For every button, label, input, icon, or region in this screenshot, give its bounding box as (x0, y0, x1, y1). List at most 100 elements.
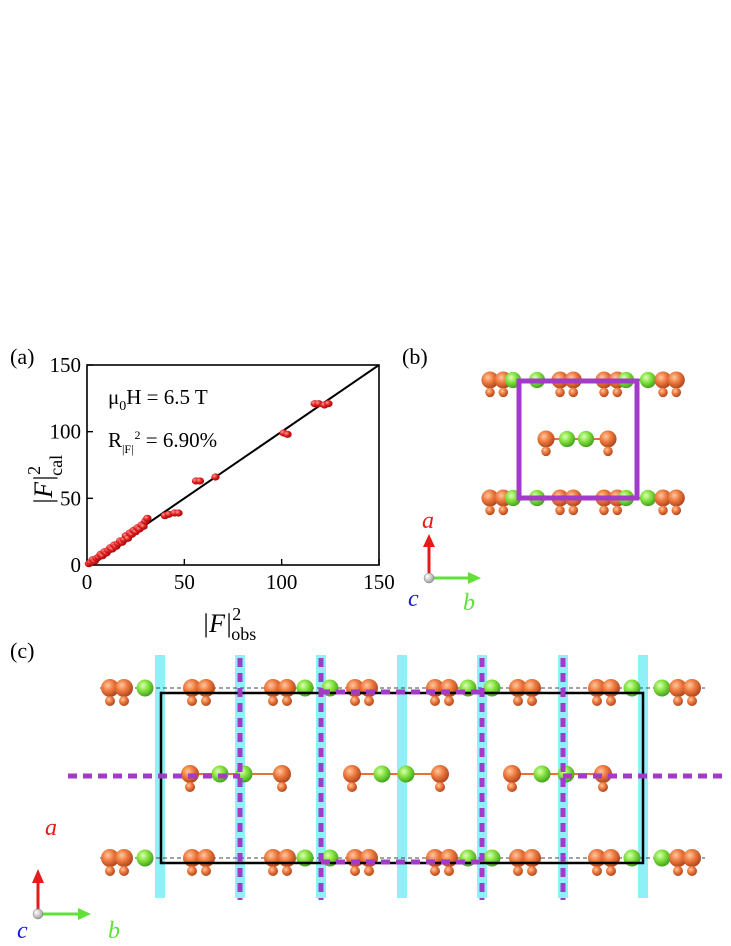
orange-atom-small (435, 782, 445, 792)
orange-atom-small (507, 782, 517, 792)
green-atom (373, 765, 391, 783)
y-tick-label: 100 (50, 420, 82, 444)
orange-atom (115, 679, 133, 697)
orange-atom-small (105, 696, 115, 706)
green-atom (639, 371, 657, 389)
y-tick-label: 50 (60, 486, 81, 510)
orange-atom-small (671, 505, 682, 516)
orange-atom-small (430, 696, 440, 706)
orange-atom (273, 765, 291, 783)
orange-atom-small (105, 866, 115, 876)
orange-atom-small (498, 387, 509, 398)
axis-c-dot (423, 572, 435, 584)
orange-atom (197, 849, 215, 867)
orange-atom (602, 849, 620, 867)
orange-atom-small (485, 505, 495, 516)
orange-atom (101, 679, 119, 697)
orange-atom (602, 679, 620, 697)
green-atom (577, 430, 595, 448)
orange-atom-small (485, 387, 495, 398)
orange-atom-small (673, 866, 683, 876)
orange-atom-small (606, 866, 616, 876)
x-tick-label: 100 (266, 570, 298, 594)
green-atom (653, 849, 671, 867)
axis-a-arrowhead (423, 534, 435, 547)
green-atom (136, 849, 154, 867)
orange-atom-small (612, 387, 623, 398)
orange-atom (431, 765, 449, 783)
orange-atom-small (268, 696, 278, 706)
orange-atom-small (673, 696, 683, 706)
orange-atom (537, 430, 555, 448)
orange-atom (197, 679, 215, 697)
orange-atom-small (671, 387, 682, 398)
axes-legend-b: a b c (408, 508, 481, 616)
orange-atom-small (603, 446, 613, 457)
orange-atom-small (282, 866, 292, 876)
orange-atom (481, 371, 499, 389)
orange-atom-small (185, 782, 195, 792)
orange-atom (667, 371, 685, 389)
crystal-structure-b (481, 371, 685, 516)
orange-atom-small (687, 696, 697, 706)
panel-c-label: (c) (10, 638, 34, 663)
orange-atom-small (513, 696, 523, 706)
orange-atom (115, 849, 133, 867)
y-tick-label: 150 (50, 353, 82, 377)
field-annotation: μ0H = 6.5 T (108, 385, 208, 414)
data-point (195, 477, 205, 485)
orange-atom (503, 765, 521, 783)
axis-a-arrowhead-c (32, 869, 44, 883)
orange-atom-small (568, 505, 579, 516)
orange-atom-small (658, 505, 668, 516)
orange-atom-small (527, 866, 537, 876)
panel-a-label: (a) (10, 344, 34, 369)
green-atom (397, 765, 415, 783)
axis-c-label: c (408, 586, 419, 612)
orange-atom-small (444, 866, 454, 876)
data-point (211, 473, 220, 481)
orange-atom-small (350, 696, 360, 706)
crystal-structure-c (68, 655, 728, 900)
green-atom (136, 679, 154, 697)
orange-atom (343, 765, 361, 783)
r-factor-annotation: R|F|2 = 6.90% (108, 428, 217, 456)
orange-atom-small (612, 505, 623, 516)
axis-c-dot-c (32, 908, 44, 920)
orange-atom-small (444, 696, 454, 706)
orange-atom (669, 849, 687, 867)
orange-atom (523, 849, 541, 867)
orange-atom (101, 849, 119, 867)
x-tick-label: 50 (174, 570, 195, 594)
orange-atom-small (555, 387, 565, 398)
orange-atom-small (364, 866, 374, 876)
highlight-bar (477, 655, 487, 898)
data-points (84, 400, 333, 568)
orange-atom-small (513, 866, 523, 876)
axis-b-arrowhead-c (78, 908, 91, 920)
orange-atom (654, 489, 672, 507)
orange-atom-small (201, 866, 211, 876)
orange-atom (683, 849, 701, 867)
orange-atom-small (282, 696, 292, 706)
orange-atom (523, 679, 541, 697)
orange-atom-small (606, 696, 616, 706)
green-atom (653, 679, 671, 697)
orange-atom (278, 849, 296, 867)
axes-legend-c: a b c (17, 815, 120, 944)
orange-atom-small (187, 866, 197, 876)
orange-atom (278, 679, 296, 697)
orange-atom-small (187, 696, 197, 706)
panel-b-label: (b) (402, 344, 428, 369)
orange-atom-small (350, 866, 360, 876)
orange-atom (669, 679, 687, 697)
orange-atom-small (541, 446, 551, 457)
axis-c-label-c: c (17, 918, 28, 944)
orange-atom (683, 679, 701, 697)
orange-atom-small (598, 782, 608, 792)
